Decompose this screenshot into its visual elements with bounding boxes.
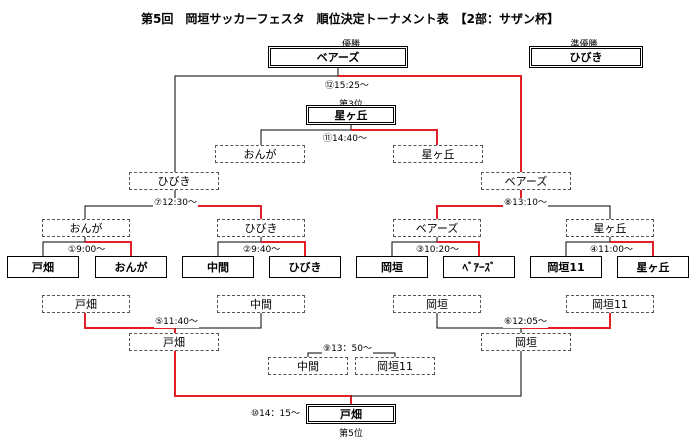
bracket-line-9 — [42, 237, 86, 256]
consolation-team-1: 戸畑 — [42, 295, 130, 313]
bracket-line-13 — [391, 237, 438, 256]
consolation-winner-right: 岡垣 — [481, 333, 571, 351]
r1-team-4a: 岡垣11 — [530, 256, 602, 278]
bracket-line-12 — [261, 241, 306, 256]
r1-match-4-time-label: ④11:00～ — [589, 245, 635, 256]
semifinal-left-time-label: ⑦12:30～ — [153, 198, 199, 209]
qf-winner-4: 星ヶ丘 — [566, 219, 654, 237]
page-title: 第5回 岡垣サッカーフェスタ 順位決定トーナメント表 【2部：サザン杯】 — [141, 12, 559, 26]
bracket-line-0 — [174, 68, 339, 172]
r1-team-4b: 星ヶ丘 — [617, 256, 689, 278]
semifinal-right-time-label: ⑧13:10～ — [503, 198, 549, 209]
r1-team-3a: 岡垣 — [356, 256, 428, 278]
bracket-line-17 — [84, 313, 175, 329]
sixth-match-right-team: 岡垣11 — [355, 357, 435, 375]
sixth-match-time-label: ⑨13：50～ — [322, 344, 373, 355]
r1-match-2-time-label: ②9:40～ — [242, 245, 282, 256]
bracket-line-2 — [260, 125, 352, 145]
fifth-place-caption: 第5位 — [339, 429, 363, 439]
consolation-left-time-label: ⑤11:40～ — [154, 317, 200, 328]
consolation-winner-left: 戸畑 — [129, 333, 219, 351]
bracket-line-24 — [351, 351, 522, 397]
bracket-line-16 — [610, 241, 654, 256]
consolation-right-time-label: ⑥12:05～ — [503, 317, 549, 328]
bracket-line-3 — [351, 129, 438, 145]
r1-match-3-time-label: ③10:20～ — [415, 245, 461, 256]
semifinal-left-team: ひびき — [129, 172, 219, 190]
qf-winner-2: ひびき — [217, 219, 305, 237]
champion-caption: 優勝 — [341, 40, 360, 50]
bracket-line-19 — [175, 313, 262, 329]
bracket-line-11 — [217, 237, 262, 256]
third-place-box: 星ヶ丘 — [306, 105, 396, 125]
champion-box: ベアーズ — [268, 46, 408, 68]
third-match-time-label: ⑪14:40～ — [322, 134, 368, 145]
bracket-line-10 — [85, 241, 132, 256]
qf-winner-3: ベアーズ — [393, 219, 481, 237]
consolation-team-4: 岡垣11 — [566, 295, 654, 313]
r1-match-1-time-label: ①9:00～ — [67, 245, 107, 256]
bracket-line-5 — [175, 205, 262, 219]
consolation-team-3: 岡垣 — [393, 295, 481, 313]
fifth-place-box: 戸畑 — [306, 404, 396, 424]
third-match-right-team: 星ヶ丘 — [393, 145, 483, 163]
bracket-line-6 — [436, 205, 521, 219]
fifth-place-time-label: ⑩14：15～ — [250, 409, 301, 420]
bracket-line-8 — [521, 205, 611, 219]
bracket-line-20 — [436, 313, 522, 333]
bracket-line-23 — [174, 351, 352, 404]
third-match-left-team: おんが — [215, 145, 305, 163]
r1-team-1b: おんが — [95, 256, 167, 278]
r1-team-2b: ひびき — [269, 256, 341, 278]
runner-up-box: ひびき — [529, 46, 643, 68]
bracket-line-15 — [565, 237, 611, 256]
sixth-match-left-team: 中間 — [268, 357, 348, 375]
bracket-line-14 — [437, 241, 480, 256]
semifinal-right-team: ベアーズ — [481, 172, 571, 190]
bracket-line-1 — [338, 75, 522, 172]
bracket-line-21 — [521, 313, 611, 329]
r1-team-1a: 戸畑 — [7, 256, 79, 278]
r1-team-3b: ﾍﾞｱｰｽﾞ — [443, 256, 515, 278]
qf-winner-1: おんが — [42, 219, 130, 237]
consolation-team-2: 中間 — [217, 295, 305, 313]
r1-team-2a: 中間 — [182, 256, 254, 278]
runner-up-caption: 準優勝 — [570, 40, 598, 50]
final-time-label: ⑫15:25～ — [324, 81, 370, 92]
